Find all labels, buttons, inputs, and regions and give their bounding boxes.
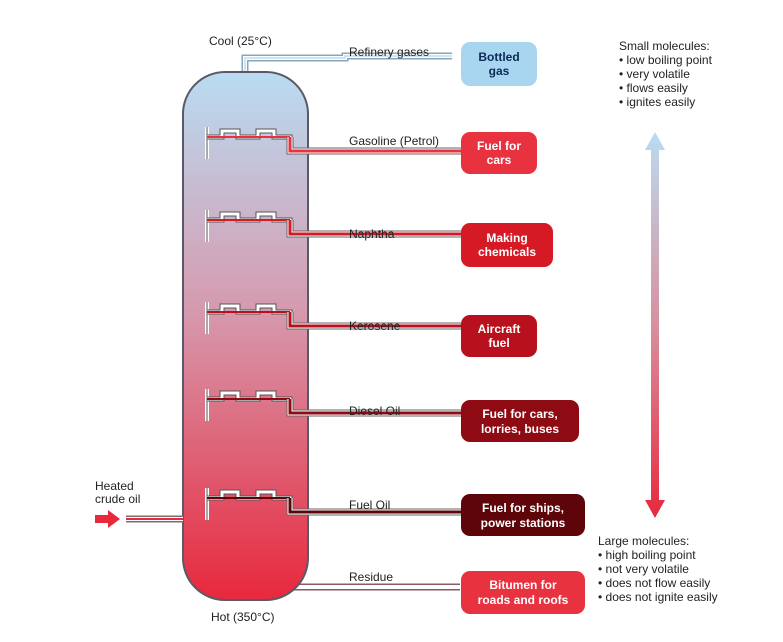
use-badge-fuel-for-cars-lorries-buses: Fuel for cars, lorries, buses <box>461 400 579 442</box>
use-badge-bitumen: Bitumen for roads and roofs <box>461 571 585 614</box>
fraction-label-fuel-oil: Fuel Oil <box>349 498 390 512</box>
use-fuel-for-cars-line2: cars <box>487 153 512 167</box>
refinery-gases-pipe <box>241 52 452 74</box>
outlet-pipes <box>286 137 461 516</box>
use-residue-line1: Bitumen for <box>489 578 557 592</box>
large-molecules-point: • does not ignite easily <box>598 590 718 604</box>
large-molecules-heading: Large molecules: <box>598 534 689 548</box>
crude-oil-arrow-tail <box>95 515 109 523</box>
outlet-pipe <box>286 498 461 516</box>
use-fuel-for-cars-line1: Fuel for <box>477 139 521 153</box>
small-molecules-point: • ignites easily <box>619 95 695 109</box>
column-tray <box>205 210 293 242</box>
crude-oil-arrow-head <box>108 510 120 528</box>
column-tray <box>205 389 293 421</box>
use-badge-fuel-for-cars: Fuel for cars <box>461 132 537 174</box>
crude-oil-label-line2: crude oil <box>95 492 140 506</box>
use-diesel-line1: Fuel for cars, <box>482 407 557 421</box>
fraction-label-diesel: Diesel Oil <box>349 404 400 418</box>
use-aircraft-fuel-line2: fuel <box>488 336 509 350</box>
use-bottled-gas-line2: gas <box>489 64 510 78</box>
fraction-label-residue: Residue <box>349 570 393 584</box>
fraction-label-refinery-gases: Refinery gases <box>349 45 429 59</box>
column-top-label: Cool (25°C) <box>209 34 272 48</box>
use-fuel-oil-line2: power stations <box>481 516 566 530</box>
use-fuel-oil-line1: Fuel for ships, <box>482 501 564 515</box>
use-badge-aircraft-fuel: Aircraft fuel <box>461 315 537 357</box>
use-badge-fuel-for-ships-power-stations: Fuel for ships, power stations <box>461 494 585 536</box>
outlet-pipe <box>286 137 461 155</box>
column-tray <box>205 488 293 520</box>
use-bottled-gas-line1: Bottled <box>478 50 519 64</box>
small-molecules-heading: Small molecules: <box>619 39 710 53</box>
small-molecules-point: • flows easily <box>619 81 688 95</box>
crude-oil-label-line1: Heated <box>95 479 134 493</box>
fraction-label-naphtha: Naphtha <box>349 227 395 241</box>
large-molecules-point: • not very volatile <box>598 562 689 576</box>
use-aircraft-fuel-line1: Aircraft <box>478 322 521 336</box>
use-diesel-line2: lorries, buses <box>481 422 559 436</box>
large-molecules-point: • does not flow easily <box>598 576 710 590</box>
outlet-pipe <box>286 399 461 417</box>
fraction-label-kerosene: Kerosene <box>349 319 401 333</box>
column-tray <box>205 302 293 334</box>
use-badge-bottled-gas: Bottled gas <box>461 42 537 86</box>
small-molecules-point: • very volatile <box>619 67 690 81</box>
use-making-chemicals-line2: chemicals <box>478 245 536 259</box>
column-bottom-label: Hot (350°C) <box>211 610 275 624</box>
outlet-pipe <box>286 220 461 238</box>
use-making-chemicals-line1: Making <box>486 231 527 245</box>
molecule-size-arrow <box>645 132 665 518</box>
use-badge-making-chemicals: Making chemicals <box>461 223 553 267</box>
large-molecules-point: • high boiling point <box>598 548 696 562</box>
distillation-column <box>182 71 309 601</box>
use-residue-line2: roads and roofs <box>478 593 569 607</box>
outlet-pipe <box>286 312 461 330</box>
column-tray <box>205 127 293 159</box>
fraction-label-gasoline: Gasoline (Petrol) <box>349 134 439 148</box>
crude-oil-inlet <box>95 510 183 528</box>
column-trays <box>205 127 293 520</box>
small-molecules-point: • low boiling point <box>619 53 713 67</box>
